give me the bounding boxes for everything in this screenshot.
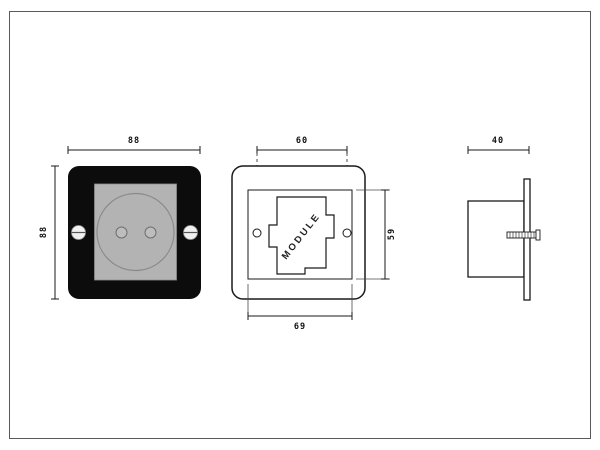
pin-hole-right-icon — [144, 226, 157, 239]
frame-hole-right-icon — [342, 228, 352, 238]
socket-circle — [96, 192, 175, 272]
front-width-dim-label: 88 — [128, 136, 140, 146]
side-top-dim-ticks — [467, 146, 530, 154]
opening-height-dim-label: 59 — [387, 228, 397, 240]
frame-bottom-dim-ticks — [247, 312, 353, 320]
side-screw-icon — [506, 229, 541, 241]
frame-hole-left-icon — [252, 228, 262, 238]
side-faceplate — [523, 178, 531, 301]
hole-spacing-dim-label: 60 — [296, 136, 308, 146]
depth-dim-label: 40 — [492, 136, 504, 146]
front-height-dim-label: 88 — [39, 226, 49, 238]
front-left-dim-ticks — [51, 165, 59, 300]
front-view: 88 88 — [39, 136, 201, 300]
side-view: 40 — [467, 136, 541, 301]
front-top-dim-ticks — [67, 146, 201, 154]
side-body — [467, 200, 525, 278]
outer-width-dim-label: 69 — [294, 322, 306, 332]
frame-top-dim-ticks — [256, 146, 348, 154]
frame-view: 60 MODULE 69 59 — [231, 136, 397, 332]
screw-right-icon — [183, 225, 198, 240]
page-border — [9, 11, 591, 439]
frame-right-dim-ticks — [381, 189, 389, 280]
socket-inset — [94, 183, 177, 281]
screw-left-icon — [71, 225, 86, 240]
pin-hole-left-icon — [115, 226, 128, 239]
module-cutout — [268, 196, 335, 275]
